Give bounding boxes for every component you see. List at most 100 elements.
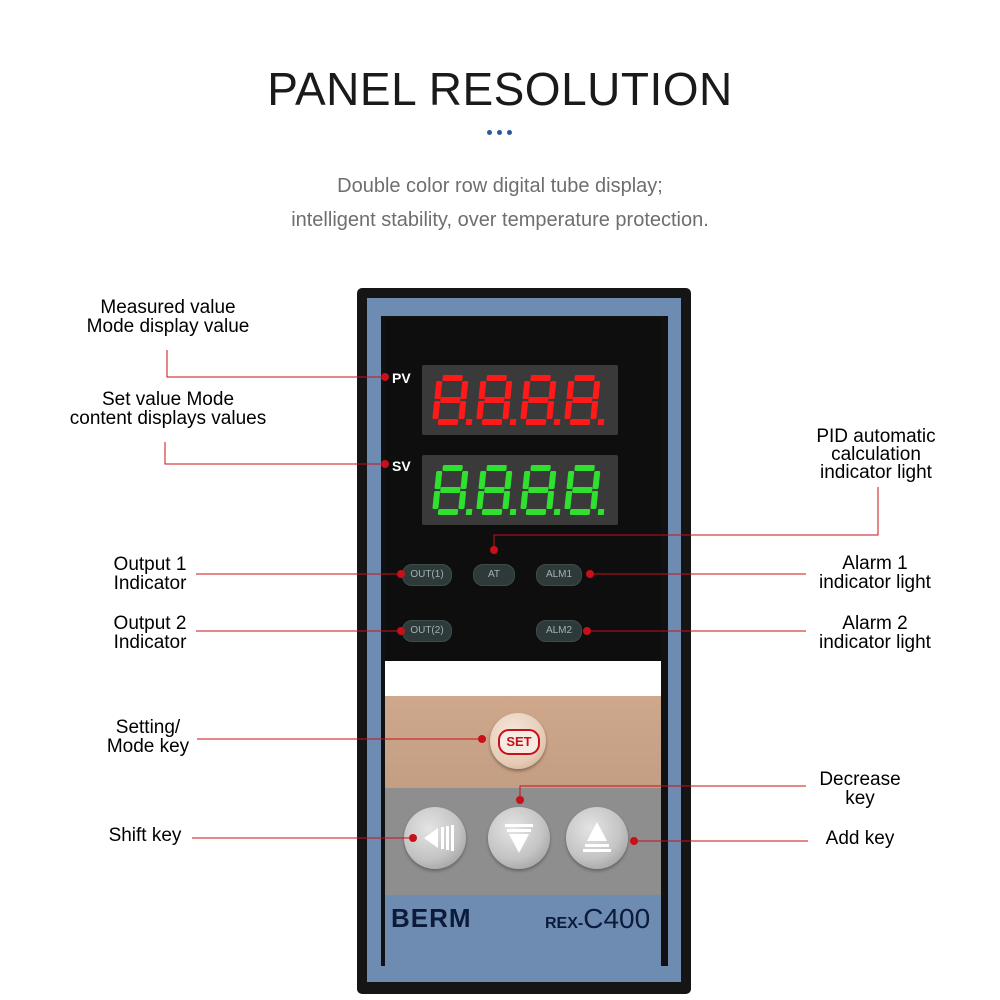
pv-digit-2 (476, 375, 517, 425)
callout-out1-line1: Output 1 (113, 554, 187, 575)
callout-pid: PID automatic calculation indicator ligh… (786, 426, 966, 482)
pv-segment (460, 381, 469, 399)
sv-segment (569, 509, 591, 515)
pv-segment (481, 419, 503, 425)
sv-segment (566, 471, 575, 489)
callout-add: Add key (808, 829, 912, 848)
pv-segment (458, 401, 467, 419)
callout-sv: Set value Mode content displays values (40, 390, 296, 428)
callout-set: Setting/ Mode key (88, 718, 208, 756)
sv-segment (476, 491, 485, 509)
model-label: REX-C400 (545, 903, 650, 935)
sv-segment (478, 471, 487, 489)
pv-segment (564, 401, 573, 419)
sv-segment (484, 487, 505, 493)
pv-segment (478, 381, 487, 399)
sv-segment (437, 509, 459, 515)
pv-segment (476, 401, 485, 419)
add-up-icon (583, 822, 611, 852)
pv-segment (569, 419, 591, 425)
sv-digit-1 (432, 465, 473, 515)
pv-digit-4 (564, 375, 605, 425)
sv-segment (530, 465, 551, 471)
pv-segment (486, 375, 507, 381)
add-key[interactable] (566, 807, 628, 869)
sv-segment (440, 487, 461, 493)
callout-shift: Shift key (90, 826, 200, 845)
sv-digits (432, 465, 605, 515)
pv-segment (432, 401, 441, 419)
callout-sv-line2: content displays values (69, 408, 267, 429)
out1-indicator: OUT(1) (402, 564, 452, 586)
sv-segment (520, 491, 529, 509)
pv-segment (437, 419, 459, 425)
pv-decimal-point (509, 419, 517, 425)
sv-segment (564, 491, 573, 509)
pv-segment (574, 375, 595, 381)
sv-decimal-point (553, 509, 561, 515)
pv-segment (522, 381, 531, 399)
callout-pv-line1: Measured value (100, 297, 236, 318)
page-title: PANEL RESOLUTION (267, 63, 733, 115)
callout-out2: Output 2 Indicator (90, 614, 210, 652)
set-key[interactable]: SET (490, 713, 546, 769)
pv-digit-1 (432, 375, 473, 425)
callout-set-line1: Setting/ (115, 717, 181, 738)
callout-alm2-line2: indicator light (819, 632, 931, 653)
pv-digits (432, 375, 605, 425)
sv-digit-2 (476, 465, 517, 515)
shift-left-icon (424, 825, 454, 851)
sv-segment (548, 471, 557, 489)
pv-segment (440, 397, 461, 403)
pv-segment (434, 381, 443, 399)
decrease-key[interactable] (488, 807, 550, 869)
pv-segment (590, 401, 599, 419)
pv-segment (502, 401, 511, 419)
callout-pid-line1: PID automatic (816, 426, 936, 447)
sv-segment (460, 471, 469, 489)
pv-segment (548, 381, 557, 399)
callout-alm1-line2: indicator light (819, 572, 931, 593)
pv-segment (592, 381, 601, 399)
callout-out1-line2: Indicator (113, 573, 187, 594)
pv-decimal-point (465, 419, 473, 425)
sv-label: SV (392, 458, 411, 474)
callout-alm1-line1: Alarm 1 (842, 553, 908, 574)
brand-logo: BERM (391, 903, 472, 933)
callout-alm2-line1: Alarm 2 (842, 613, 908, 634)
pv-segment (504, 381, 513, 399)
pv-decimal-point (597, 419, 605, 425)
callout-out1: Output 1 Indicator (90, 555, 210, 593)
sv-segment (590, 491, 599, 509)
pv-segment (572, 397, 593, 403)
sv-segment (522, 471, 531, 489)
pv-decimal-point (553, 419, 561, 425)
sv-decimal-point (465, 509, 473, 515)
brand-area (385, 895, 661, 972)
title-dots (487, 130, 517, 136)
white-strip (385, 661, 661, 696)
callout-shift-line1: Shift key (108, 825, 182, 846)
sv-segment (432, 491, 441, 509)
at-indicator: AT (473, 564, 515, 586)
pv-segment (566, 381, 575, 399)
sv-segment (486, 465, 507, 471)
model-number: C400 (583, 903, 651, 934)
alm1-indicator: ALM1 (536, 564, 582, 586)
decrease-down-icon (505, 824, 533, 853)
sv-segment (546, 491, 555, 509)
pv-label: PV (392, 370, 411, 386)
set-key-label: SET (498, 729, 540, 755)
sv-segment (504, 471, 513, 489)
subtitle-line-1: Double color row digital tube display; (337, 175, 663, 197)
callout-alm2: Alarm 2 indicator light (795, 614, 955, 652)
pv-segment (484, 397, 505, 403)
sv-segment (572, 487, 593, 493)
sv-segment (525, 509, 547, 515)
sv-segment (574, 465, 595, 471)
pv-segment (530, 375, 551, 381)
sv-segment (481, 509, 503, 515)
sv-segment (528, 487, 549, 493)
sv-digit-3 (520, 465, 561, 515)
